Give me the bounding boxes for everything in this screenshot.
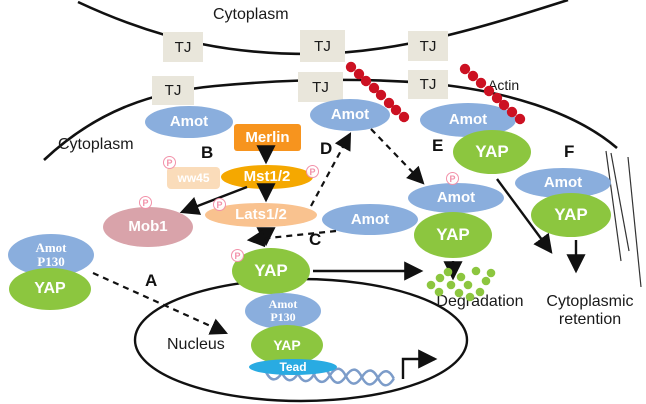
actin-label: Actin bbox=[488, 77, 520, 93]
amot-p130-left-line2: P130 bbox=[37, 254, 65, 269]
amot-top-mid-ellipse: Amot bbox=[310, 99, 390, 131]
section-letter-d: D bbox=[320, 139, 333, 158]
cytoplasm-top-label: Cytoplasm bbox=[213, 6, 289, 23]
amot-left-ellipse: Amot bbox=[145, 106, 233, 138]
section-letter-b: B bbox=[201, 143, 214, 162]
cytoplasmic-retention-line2: retention bbox=[558, 311, 622, 328]
mst12-ellipse: Mst1/2 bbox=[221, 165, 313, 189]
cytoplasmic-retention-line1: Cytoplasmic bbox=[546, 293, 634, 310]
section-letter-a: A bbox=[145, 271, 158, 290]
section-letter-f: F bbox=[564, 142, 575, 161]
ww45-box: ww45 bbox=[167, 167, 220, 189]
phospho-badge-amot-deg: P bbox=[446, 172, 459, 185]
phospho-badge-mst: P bbox=[306, 165, 319, 178]
stress-fiber-lines bbox=[605, 150, 642, 288]
tj-box-top-left: TJ bbox=[163, 32, 203, 62]
phospho-badge-lats: P bbox=[213, 198, 226, 211]
section-letter-c: C bbox=[309, 230, 322, 249]
amot-c-ellipse: Amot bbox=[322, 204, 418, 235]
tj-box-top-mid: TJ bbox=[300, 30, 345, 62]
tj-box-top-right: TJ bbox=[408, 31, 448, 61]
yap-deg-ellipse: YAP bbox=[414, 212, 492, 258]
yap-e-ellipse: YAP bbox=[453, 130, 531, 174]
yap-f-ellipse: YAP bbox=[531, 193, 611, 237]
yap-left-ellipse: YAP bbox=[9, 268, 91, 310]
cytoplasmic-retention-label: Cytoplasmic retention bbox=[534, 293, 646, 329]
tj-box-bottom-right: TJ bbox=[408, 70, 448, 99]
degradation-label: Degradation bbox=[436, 293, 524, 310]
dashed-arrow-a-to-nucleus bbox=[92, 271, 229, 335]
phospho-badge-ww45: P bbox=[163, 156, 176, 169]
amot-p130-nuc-line2: P130 bbox=[270, 310, 296, 324]
tj-box-bottom-left: TJ bbox=[152, 76, 194, 105]
amot-deg-ellipse: Amot bbox=[408, 183, 504, 213]
phospho-badge-mob1: P bbox=[139, 196, 152, 209]
amot-p130-nucleus-ellipse: Amot P130 bbox=[245, 293, 321, 329]
mob1-ellipse: Mob1 bbox=[103, 207, 193, 247]
tead-ellipse: Tead bbox=[249, 359, 337, 375]
tj-box-bottom-mid: TJ bbox=[298, 72, 343, 102]
phospho-badge-yap-center: P bbox=[231, 249, 244, 262]
section-letter-e: E bbox=[432, 136, 444, 155]
amot-p130-left-line1: Amot bbox=[35, 240, 67, 256]
dashed-arrow-amotc-to-yap bbox=[246, 229, 337, 248]
merlin-box: Merlin bbox=[234, 124, 301, 151]
cytoplasm-left-label: Cytoplasm bbox=[58, 136, 134, 153]
dashed-arrow-amot-to-amotdeg bbox=[370, 128, 425, 185]
nucleus-label: Nucleus bbox=[167, 336, 225, 353]
transcription-start-arrow bbox=[401, 349, 438, 379]
